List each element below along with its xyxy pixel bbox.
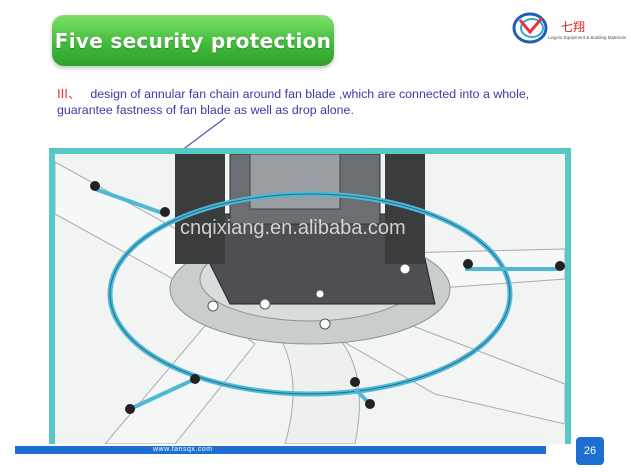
page-number-badge: 26	[576, 437, 604, 465]
logo-subtitle: Lingxiu Equipment & Building Materials	[548, 35, 627, 40]
item-number: ⅠⅠⅠ、	[57, 87, 81, 101]
slide-title: Five security protection	[54, 28, 332, 53]
company-logo	[512, 12, 548, 44]
watermark-text: cnqixiang.en.alibaba.com	[180, 217, 406, 239]
fan-chain-diagram: cnqixiang.en.alibaba.com	[49, 148, 571, 444]
logo-name: 七翔	[561, 20, 586, 34]
fan-illustration: cnqixiang.en.alibaba.com	[55, 154, 565, 444]
footer-url: www.fansqx.com	[153, 446, 213, 453]
page-number: 26	[583, 445, 597, 457]
description-paragraph: ⅠⅠⅠ、design of annular fan chain around f…	[57, 86, 577, 118]
footer-bar	[15, 446, 546, 454]
description-text: design of annular fan chain around fan b…	[57, 87, 530, 117]
title-banner: Five security protection	[52, 15, 334, 66]
